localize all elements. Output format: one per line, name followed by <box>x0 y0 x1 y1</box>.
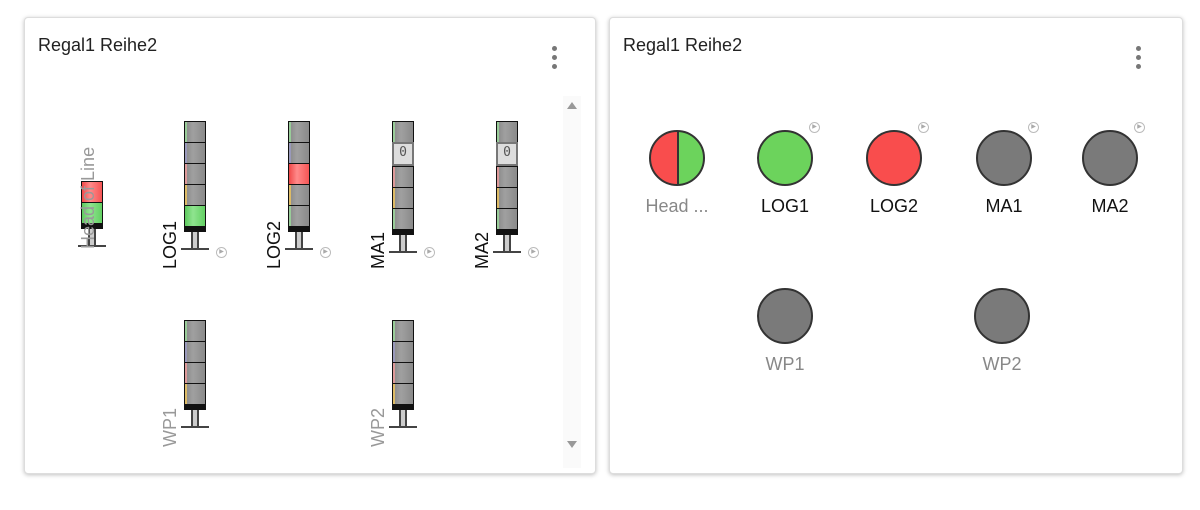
device-label: WP2 <box>982 354 1022 374</box>
play-icon[interactable]: ▶ <box>918 122 929 133</box>
device-label: LOG1 <box>760 196 810 216</box>
panel-title: Regal1 Reihe2 <box>623 35 743 55</box>
stack-base <box>496 229 518 235</box>
stack-foot <box>285 248 313 250</box>
stack-foot <box>389 426 417 428</box>
stack-light[interactable] <box>181 121 209 250</box>
light-segment <box>184 320 206 341</box>
light-segment <box>496 166 518 187</box>
light-segment <box>392 320 414 341</box>
device-label: LOG1 <box>160 220 180 269</box>
stack-pole <box>191 232 199 248</box>
stack-pole <box>88 229 96 245</box>
stack-light[interactable] <box>78 181 106 247</box>
stack-foot <box>493 251 521 253</box>
light-segment <box>288 184 310 205</box>
stack-foot <box>181 426 209 428</box>
status-light[interactable] <box>976 130 1032 186</box>
light-segment <box>184 121 206 142</box>
light-segment <box>496 121 518 142</box>
device-label: MA2 <box>472 231 492 269</box>
light-segment <box>184 184 206 205</box>
stack-pole <box>399 235 407 251</box>
status-light[interactable] <box>757 130 813 186</box>
light-segment <box>392 121 414 142</box>
more-options-icon[interactable] <box>552 46 558 74</box>
stack-pole <box>191 410 199 426</box>
device-label: MA2 <box>1091 196 1129 216</box>
light-segment <box>81 202 103 223</box>
light-segment <box>184 142 206 163</box>
light-segment <box>392 362 414 383</box>
scroll-down-icon[interactable] <box>567 441 577 448</box>
device-label: WP1 <box>160 407 180 447</box>
stack-base <box>184 404 206 410</box>
light-segment <box>184 383 206 404</box>
device-label: MA1 <box>368 231 388 269</box>
play-icon[interactable]: ▶ <box>424 247 435 258</box>
play-icon[interactable]: ▶ <box>320 247 331 258</box>
status-light[interactable] <box>649 130 705 186</box>
device-label: LOG2 <box>869 196 919 216</box>
device-label: LOG2 <box>264 220 284 269</box>
stack-light[interactable] <box>389 320 417 428</box>
light-segment <box>392 208 414 229</box>
light-segment <box>496 208 518 229</box>
light-segment <box>288 142 310 163</box>
status-light[interactable] <box>757 288 813 344</box>
stack-light[interactable] <box>285 121 313 250</box>
stack-base <box>392 229 414 235</box>
stack-pole <box>399 410 407 426</box>
light-segment <box>392 187 414 208</box>
stack-base <box>184 226 206 232</box>
light-segment <box>392 166 414 187</box>
device-label: Head of Line <box>78 146 98 249</box>
stack-base <box>81 223 103 229</box>
panel-title: Regal1 Reihe2 <box>38 35 158 55</box>
right-panel: Regal1 Reihe2 Head ... LOG1 ▶ LOG2 ▶ MA1 ▶ MA2 ▶… <box>609 17 1183 474</box>
play-icon[interactable]: ▶ <box>528 247 539 258</box>
light-segment <box>288 163 310 184</box>
stack-foot <box>389 251 417 253</box>
play-icon[interactable]: ▶ <box>809 122 820 133</box>
light-segment <box>496 187 518 208</box>
play-icon[interactable]: ▶ <box>216 247 227 258</box>
device-label: WP2 <box>368 407 388 447</box>
stack-light[interactable]: 0 <box>493 121 521 253</box>
status-light[interactable] <box>866 130 922 186</box>
light-segment <box>392 341 414 362</box>
more-options-icon[interactable] <box>1136 46 1142 74</box>
light-segment <box>184 341 206 362</box>
light-segment <box>184 163 206 184</box>
scroll-up-icon[interactable] <box>567 102 577 109</box>
play-icon[interactable]: ▶ <box>1134 122 1145 133</box>
light-segment <box>288 121 310 142</box>
stack-base <box>288 226 310 232</box>
stack-foot <box>181 248 209 250</box>
status-light[interactable] <box>974 288 1030 344</box>
stack-pole <box>503 235 511 251</box>
device-label: Head ... <box>645 196 709 216</box>
light-segment <box>288 205 310 226</box>
light-segment <box>184 205 206 226</box>
stack-light[interactable] <box>181 320 209 428</box>
light-segment <box>184 362 206 383</box>
stack-base <box>392 404 414 410</box>
status-light[interactable] <box>1082 130 1138 186</box>
scrollbar[interactable] <box>563 96 581 468</box>
light-segment: 0 <box>392 142 414 166</box>
device-label: WP1 <box>765 354 805 374</box>
light-segment <box>392 383 414 404</box>
light-segment <box>81 181 103 202</box>
stack-light[interactable]: 0 <box>389 121 417 253</box>
light-segment: 0 <box>496 142 518 166</box>
play-icon[interactable]: ▶ <box>1028 122 1039 133</box>
stack-pole <box>295 232 303 248</box>
stack-foot <box>78 245 106 247</box>
device-label: MA1 <box>985 196 1023 216</box>
